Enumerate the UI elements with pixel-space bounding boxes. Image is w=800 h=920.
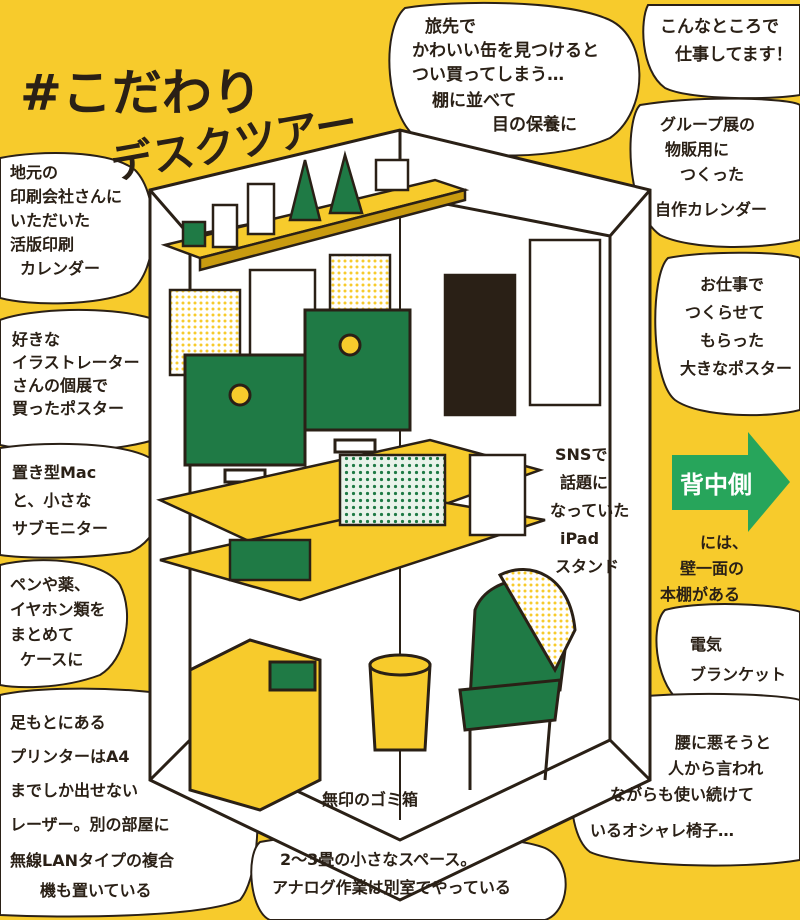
chair [458, 568, 577, 790]
callout-right-calendar: グループ展の 物販用に つくった 自作カレンダー [655, 115, 767, 219]
svg-text:アナログ作業は別室でやっている: アナログ作業は別室でやっている [272, 878, 511, 897]
sub-monitor [303, 308, 412, 432]
svg-text:もらった: もらった [700, 331, 764, 350]
svg-text:まとめて: まとめて [10, 625, 74, 644]
svg-text:置き型Mac: 置き型Mac [12, 463, 96, 482]
svg-text:と、小さな: と、小さな [12, 491, 91, 510]
callout-blanket: 電気 ブランケット [690, 635, 786, 684]
svg-text:買ったポスター: 買ったポスター [12, 399, 124, 418]
svg-text:サブモニター: サブモニター [12, 519, 108, 538]
desk [156, 438, 546, 602]
svg-text:話題に: 話題に [560, 473, 608, 492]
svg-text:棚に並べて: 棚に並べて [432, 90, 516, 111]
svg-text:仕事してます！: 仕事してます！ [674, 44, 793, 65]
svg-text:2〜3畳の小さなスペース。: 2〜3畳の小さなスペース。 [280, 850, 476, 869]
svg-text:つくった: つくった [680, 165, 744, 184]
svg-text:SNSで: SNSで [555, 445, 607, 464]
svg-text:好きな: 好きな [11, 330, 60, 349]
svg-text:ながらも使い続けて: ながらも使い続けて [610, 785, 754, 804]
svg-text:印刷会社さんに: 印刷会社さんに [10, 187, 122, 206]
trash-bin [368, 653, 432, 752]
back-label: 背中側 [680, 471, 752, 499]
wall-posters [168, 238, 602, 417]
svg-text:ケースに: ケースに [20, 650, 83, 669]
svg-text:無線LANタイプの複合: 無線LANタイプの複合 [10, 851, 175, 870]
svg-text:旅先で: 旅先で [425, 16, 476, 37]
svg-text:には、: には、 [700, 533, 748, 552]
svg-text:無印のゴミ箱: 無印のゴミ箱 [322, 790, 418, 809]
shelf-with-cans [160, 150, 470, 272]
svg-text:いただいた: いただいた [10, 211, 90, 230]
svg-text:レーザー。別の部屋に: レーザー。別の部屋に [10, 815, 170, 834]
callout-top-center: 旅先で かわいい缶を見つけると つい買ってしまう… 棚に並べて 目の保養に [412, 16, 599, 135]
imac-monitor [183, 353, 307, 467]
svg-text:足もとにある: 足もとにある [10, 713, 106, 732]
svg-text:つくらせて: つくらせて [685, 303, 765, 322]
svg-text:いるオシャレ椅子…: いるオシャレ椅子… [590, 821, 734, 840]
callout-top-right: こんなところで 仕事してます！ [660, 17, 793, 65]
callout-back-side: には、 壁一面の 本棚がある [660, 533, 748, 604]
back-side-arrow: 背中側 [672, 432, 790, 532]
svg-text:壁一面の: 壁一面の [680, 559, 744, 578]
svg-text:人から言われ: 人から言われ [668, 759, 763, 778]
callout-bottom-space: 2〜3畳の小さなスペース。 アナログ作業は別室でやっている [272, 850, 511, 897]
svg-text:ブランケット: ブランケット [690, 665, 786, 684]
svg-text:カレンダー: カレンダー [20, 259, 100, 278]
svg-text:iPad: iPad [560, 529, 599, 548]
svg-text:自作カレンダー: 自作カレンダー [655, 200, 767, 219]
printer [188, 638, 322, 812]
svg-text:機も置いている: 機も置いている [40, 881, 152, 900]
title-line-1: #こだわり [20, 64, 262, 122]
svg-text:本棚がある: 本棚がある [660, 585, 740, 604]
callout-left-poster: 好きな イラストレーター さんの個展で 買ったポスター [11, 330, 140, 418]
svg-text:イヤホン類を: イヤホン類を [10, 600, 106, 619]
svg-text:なっていた: なっていた [550, 501, 629, 520]
svg-text:お仕事で: お仕事で [700, 275, 764, 294]
svg-text:スタンド: スタンド [555, 557, 619, 576]
svg-text:つい買ってしまう…: つい買ってしまう… [412, 65, 564, 85]
svg-text:物販用に: 物販用に [665, 140, 729, 159]
callout-right-poster: お仕事で つくらせて もらった 大きなポスター [680, 275, 792, 378]
svg-text:かわいい缶を見つけると: かわいい缶を見つけると [412, 40, 599, 61]
callout-ipad-stand: SNSで 話題に なっていた iPad スタンド [550, 445, 629, 576]
svg-text:腰に悪そうと: 腰に悪そうと [675, 733, 771, 752]
svg-text:プリンターはA4: プリンターはA4 [10, 747, 130, 766]
svg-text:電気: 電気 [690, 635, 722, 654]
svg-text:さんの個展で: さんの個展で [12, 376, 108, 395]
svg-text:大きなポスター: 大きなポスター [680, 359, 792, 378]
svg-text:ペンや薬、: ペンや薬、 [10, 575, 90, 594]
callout-left-calendar: 地元の 印刷会社さんに いただいた 活版印刷 カレンダー [10, 163, 122, 278]
monitors [183, 308, 412, 484]
callout-left-case: ペンや薬、 イヤホン類を まとめて ケースに [10, 575, 106, 669]
svg-text:グループ展の: グループ展の [660, 115, 755, 134]
callout-printer: 足もとにある プリンターはA4 までしか出せない レーザー。別の部屋に 無線LA… [10, 713, 175, 900]
svg-text:活版印刷: 活版印刷 [10, 235, 74, 254]
callout-left-mac: 置き型Mac と、小さな サブモニター [12, 463, 108, 538]
svg-text:こんなところで: こんなところで [660, 17, 779, 37]
svg-text:までしか出せない: までしか出せない [10, 781, 138, 800]
svg-text:地元の: 地元の [10, 163, 58, 182]
callout-trash: 無印のゴミ箱 [322, 790, 418, 809]
callout-chair: 腰に悪そうと 人から言われ ながらも使い続けて いるオシャレ椅子… [590, 733, 771, 840]
svg-text:イラストレーター: イラストレーター [12, 353, 140, 372]
svg-text:目の保養に: 目の保養に [492, 114, 577, 135]
